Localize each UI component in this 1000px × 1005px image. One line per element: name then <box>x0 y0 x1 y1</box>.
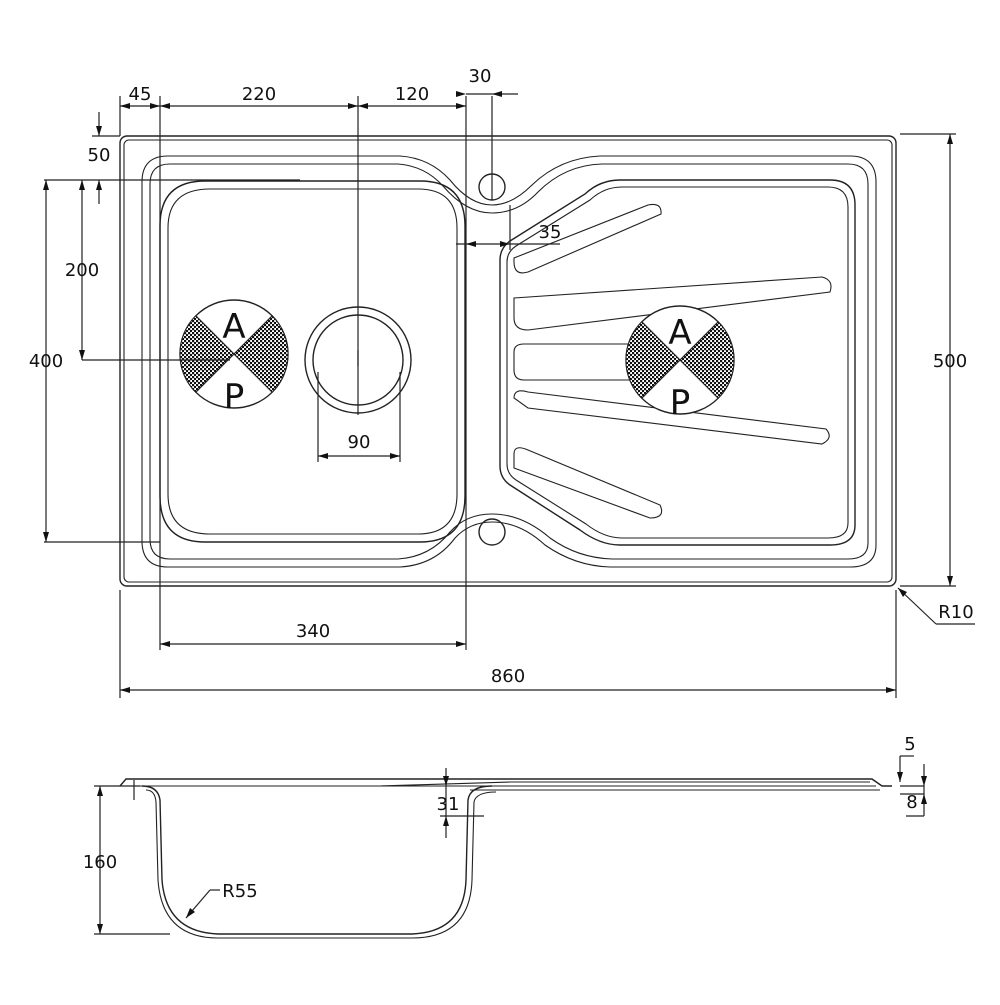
side-bowl-profile <box>141 785 493 935</box>
side-dimensions: 160 R55 31 5 8 <box>83 734 927 935</box>
drainer-ap-badge: A P <box>625 305 735 423</box>
dim-90: 90 <box>348 432 371 453</box>
dim-340: 340 <box>296 621 330 642</box>
bowl-ap-badge: A P <box>179 299 289 417</box>
sink-outline <box>119 135 897 587</box>
dim-120: 120 <box>395 84 429 105</box>
bowl-badge-bottom-letter: P <box>224 377 245 417</box>
dim-860: 860 <box>491 666 525 687</box>
bowl-badge-top-letter: A <box>222 307 245 347</box>
top-dimensions: 45 220 120 30 50 200 400 <box>29 66 975 698</box>
top-view: A P A P <box>29 66 975 698</box>
drainer-badge-bottom-letter: P <box>670 383 691 423</box>
drainer-badge-top-letter: A <box>668 313 691 353</box>
dim-200: 200 <box>65 260 99 281</box>
dim-31: 31 <box>437 794 460 815</box>
bowl-outline <box>159 180 466 543</box>
side-view: 160 R55 31 5 8 <box>83 734 927 939</box>
tap-hole-bottom <box>478 518 506 546</box>
dim-5: 5 <box>904 734 915 755</box>
side-profile <box>119 778 892 787</box>
dim-45: 45 <box>129 84 152 105</box>
dim-35: 35 <box>539 222 562 243</box>
dim-500: 500 <box>933 351 967 372</box>
dim-400: 400 <box>29 351 63 372</box>
dim-50: 50 <box>88 145 111 166</box>
dim-r10: R10 <box>938 602 973 623</box>
sink-inner-contour <box>141 155 877 568</box>
dim-30: 30 <box>469 66 492 87</box>
dim-r55: R55 <box>222 881 257 902</box>
dim-220: 220 <box>242 84 276 105</box>
dim-160: 160 <box>83 852 117 873</box>
dim-8: 8 <box>906 792 917 813</box>
